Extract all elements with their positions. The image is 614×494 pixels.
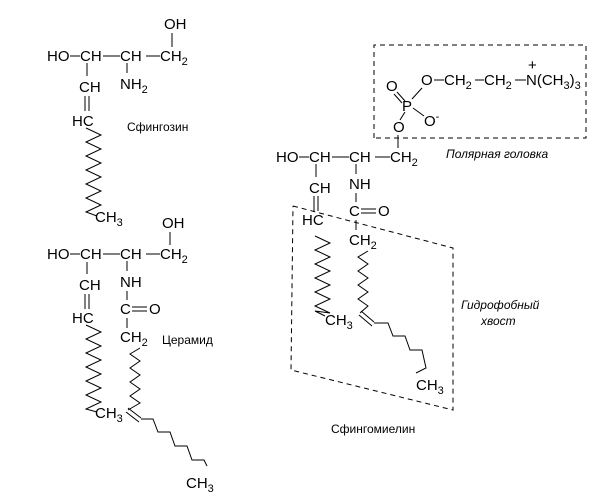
amide-nitrogen-label: NH xyxy=(349,176,371,193)
methylene-label: CH2 xyxy=(390,149,418,169)
double-bond xyxy=(360,310,375,323)
carbon-label: CH xyxy=(120,48,142,65)
double-bond xyxy=(125,411,140,423)
methylene-label: CH2 xyxy=(444,72,472,92)
carbon-label: HC xyxy=(72,310,94,327)
polar-head-annotation: Полярная головка xyxy=(446,147,549,161)
double-bond xyxy=(127,407,142,419)
polar-head-box xyxy=(373,44,587,139)
bond xyxy=(412,107,425,117)
methylene-label: CH2 xyxy=(349,232,377,252)
bond xyxy=(411,87,423,100)
carbonyl-oxygen-label: O xyxy=(149,301,161,318)
methyl-label: CH3 xyxy=(416,377,444,397)
molecule-name: Церамид xyxy=(162,333,213,347)
sphingosine-structure: OH HO CH CH CH2 NH2 CH HC CH3 Сфингозин xyxy=(47,16,188,229)
hydroxyl-label: HO xyxy=(47,246,70,263)
fatty-acid-chain xyxy=(141,418,208,467)
oxygen-label: O xyxy=(421,72,433,89)
oxygen-label: O xyxy=(386,78,398,95)
carbonyl-oxygen-label: O xyxy=(378,203,390,220)
carbon-label: CH xyxy=(349,149,371,166)
amide-nitrogen-label: NH xyxy=(120,274,142,291)
phosphorus-label: P xyxy=(402,98,412,115)
carbon-label: CH xyxy=(79,79,101,96)
sphingomyelin-structure: O CH2 CH2 N(CH3)3 + O P O- O Полярная го… xyxy=(276,44,587,436)
hydroxyl-label: HO xyxy=(276,149,299,166)
hydrophobic-tail-annotation: хвост xyxy=(480,314,516,328)
carbon-label: CH xyxy=(79,277,101,294)
fatty-acid-chain xyxy=(374,322,427,374)
hydrocarbon-chain xyxy=(313,235,332,317)
methylene-label: CH2 xyxy=(160,48,188,68)
methylene-label: CH2 xyxy=(160,246,188,266)
carbon-label: CH xyxy=(80,246,102,263)
carbon-label: CH xyxy=(309,180,331,197)
bond xyxy=(399,111,406,121)
methylene-label: CH2 xyxy=(484,72,512,92)
amine-label: NH2 xyxy=(120,76,148,96)
carbon-label: CH xyxy=(120,246,142,263)
carbon-label: HC xyxy=(302,212,324,229)
hydrocarbon-chain xyxy=(84,127,103,217)
carbonyl-carbon-label: C xyxy=(349,203,360,220)
carbon-label: CH xyxy=(309,149,331,166)
methyl-label: CH3 xyxy=(325,312,353,332)
hydroxyl-label: OH xyxy=(164,16,187,33)
carbon-label: HC xyxy=(72,113,94,130)
molecule-name: Сфингомиелин xyxy=(331,422,415,436)
double-bond xyxy=(396,91,406,102)
hydrophobic-tail-annotation: Гидрофобный xyxy=(461,298,540,312)
fatty-acid-chain xyxy=(357,250,369,314)
fatty-acid-chain xyxy=(127,347,141,411)
methyl-label: CH3 xyxy=(186,475,214,494)
methylene-label: CH2 xyxy=(120,329,148,349)
carbonyl-carbon-label: C xyxy=(120,301,131,318)
oxygen-label: O xyxy=(393,119,405,136)
methyl-label: CH3 xyxy=(95,405,123,425)
ceramide-structure: OH HO CH CH CH2 NH C O CH2 Церамид CH HC… xyxy=(47,215,214,494)
hydroxyl-label: OH xyxy=(162,215,185,232)
hydrophobic-tail-box xyxy=(290,205,454,411)
double-bond xyxy=(393,93,403,104)
molecule-name: Сфингозин xyxy=(127,120,188,134)
methyl-label: CH3 xyxy=(95,209,123,229)
double-bond xyxy=(358,314,373,327)
hydrocarbon-chain xyxy=(84,324,103,413)
oxygen-anion-label: O- xyxy=(424,111,440,130)
carbon-label: CH xyxy=(80,48,102,65)
trimethylammonium-label: N(CH3)3 xyxy=(526,72,581,92)
hydroxyl-label: HO xyxy=(47,48,70,65)
positive-charge: + xyxy=(528,57,537,74)
